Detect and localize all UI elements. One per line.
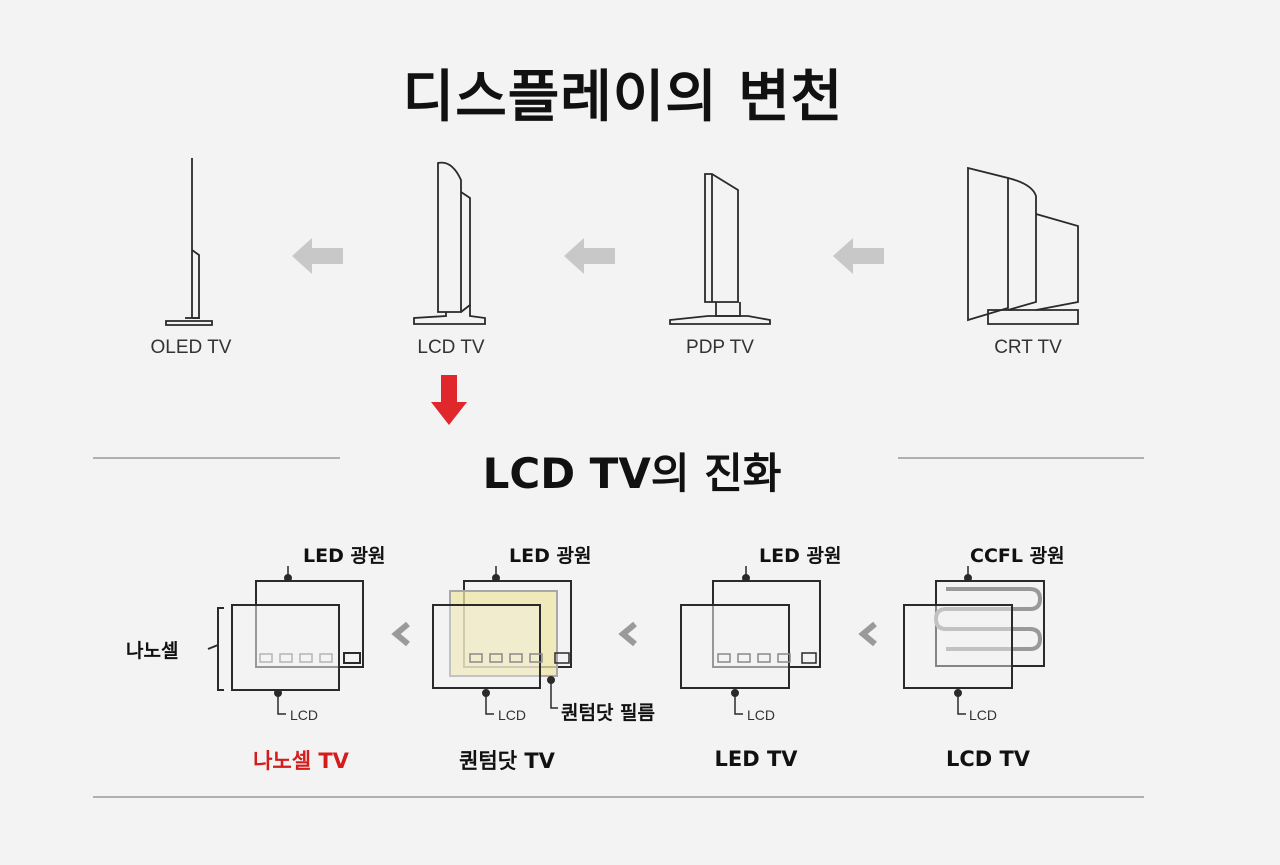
panel-label: LCD: [290, 707, 319, 723]
light-source-label: CCFL 광원: [970, 545, 1065, 567]
chevron-left-icon: [391, 621, 410, 647]
oled-tv-icon: [165, 158, 213, 326]
generation-name: LCD TV: [945, 747, 1031, 771]
lcd-tv-icon: [413, 161, 486, 325]
arrow-left-icon: [292, 238, 343, 274]
light-source-label: LED 광원: [509, 545, 592, 567]
quantum-film-label: 퀀텀닷 필름: [561, 702, 656, 724]
arrow-down-icon: [431, 375, 467, 425]
panel-label: LCD: [969, 707, 998, 723]
ccfl-lcd-diagram: [903, 566, 1045, 715]
nanocell-diagram: [207, 566, 364, 715]
oled-tv-label: OLED TV: [150, 337, 232, 358]
generation-name: 퀀텀닷 TV: [459, 749, 555, 773]
generation-name: LED TV: [714, 747, 798, 771]
pdp-tv-label: PDP TV: [686, 337, 754, 358]
panel-label: LCD: [747, 707, 776, 723]
pdp-tv-icon: [669, 173, 771, 325]
crt-tv-label: CRT TV: [994, 337, 1062, 358]
quantum-dot-diagram: [432, 566, 572, 715]
generation-name: 나노셀 TV: [253, 749, 349, 773]
led-tv-diagram: [680, 566, 821, 715]
light-source-label: LED 광원: [759, 545, 842, 567]
chevron-left-icon: [618, 621, 637, 647]
arrow-left-icon: [833, 238, 884, 274]
chevron-left-icon: [858, 621, 877, 647]
light-source-label: LED 광원: [303, 545, 386, 567]
lcd-tv-label: LCD TV: [417, 337, 485, 358]
nanocell-side-label: 나노셀: [126, 640, 179, 662]
section-title: LCD TV의 진화: [482, 449, 782, 498]
arrow-left-icon: [564, 238, 615, 274]
crt-tv-icon: [967, 166, 1079, 325]
page-title: 디스플레이의 변천: [402, 65, 844, 130]
panel-label: LCD: [498, 707, 527, 723]
